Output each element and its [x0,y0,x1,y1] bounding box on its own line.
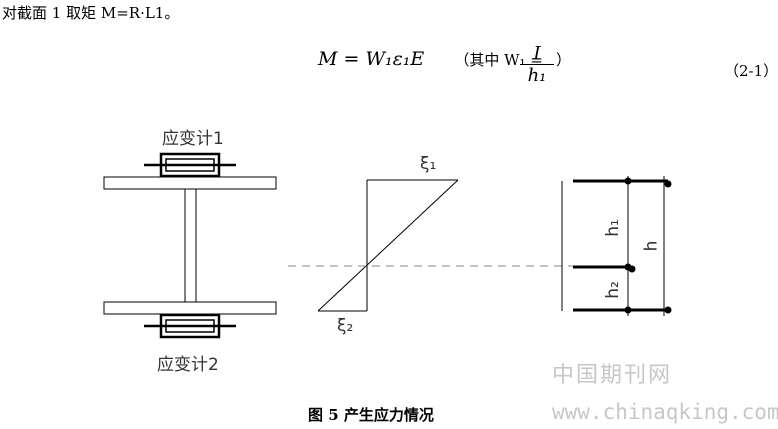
strain-gauge-2 [144,313,236,339]
fraction-denominator: h₁ [527,65,547,86]
height-diagram [561,176,672,316]
i-beam [103,176,277,315]
watermark-cn: 中国期刊网 [552,363,673,388]
equation-main: M = W₁ε₁E [318,48,425,70]
watermark-url: www.chinaqking.com [552,400,778,424]
strain-gauge-1 [144,152,236,178]
equation-number: （2-1） [724,62,778,80]
fraction-numerator: I [520,44,554,65]
gauge-1-label: 应变计1 [162,129,224,149]
figure-caption: 图 5 产生应力情况 [308,406,434,424]
gauge-2-label: 应变计2 [157,355,219,375]
epsilon-1-label: ξ₁ [420,154,437,174]
equation-note-close: ） [556,51,572,69]
equation-close-wrap: ） [556,48,571,70]
h1-label: h₁ [602,219,623,237]
equation-fraction: I h₁ [520,44,554,87]
intro-text: 对截面 1 取矩 M=R·L1。 [2,4,180,22]
strain-distribution [317,179,459,312]
top-flange [103,176,277,190]
h2-label: h₂ [602,281,623,299]
epsilon-2-label: ξ₂ [337,316,354,336]
bottom-flange [103,301,277,315]
h-label: h [641,240,662,252]
